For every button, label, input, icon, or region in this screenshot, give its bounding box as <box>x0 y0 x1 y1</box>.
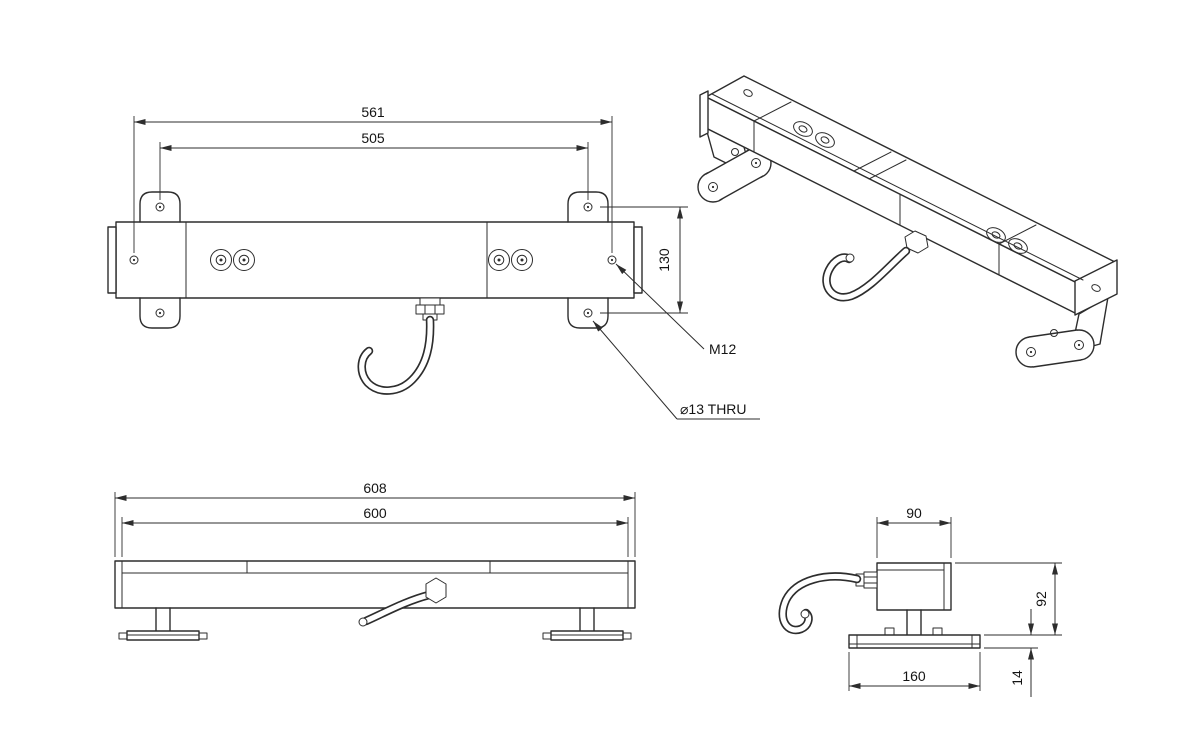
end-view: 90 92 14 160 <box>778 505 1062 697</box>
end-cable <box>778 572 862 635</box>
front-view-dimensions: 561 505 130 M12 ⌀13 THRU <box>133 104 760 420</box>
iso-panel-seams <box>711 93 1084 281</box>
dim-608-label: 608 <box>363 480 387 496</box>
screw-buttons <box>210 249 533 271</box>
iso-beam-top-face <box>705 75 1116 284</box>
side-view: 608 600 <box>114 480 636 641</box>
front-view: 561 505 130 M12 ⌀13 THRU <box>107 104 760 420</box>
thread-callout-label: M12 <box>709 341 736 357</box>
beam-left-cap <box>107 226 117 294</box>
dim-160-label: 160 <box>902 668 926 684</box>
side-cable <box>358 590 434 627</box>
iso-beam-end-cap <box>1074 259 1118 316</box>
dim-130-label: 130 <box>656 248 672 272</box>
beam-body-front <box>115 221 635 299</box>
beam-side-outline <box>114 560 636 609</box>
iso-beam-front-face <box>705 96 1078 315</box>
end-stem-and-base <box>848 609 981 649</box>
dim-92-label: 92 <box>1033 591 1049 607</box>
side-cable-gland <box>425 577 447 604</box>
iso-right-foot <box>1015 296 1109 368</box>
end-view-dimensions: 90 92 14 160 <box>848 505 1062 697</box>
dim-90-label: 90 <box>906 505 922 521</box>
iso-cable <box>822 246 911 302</box>
hole-callout-label: ⌀13 THRU <box>680 401 747 417</box>
isometric-view <box>697 75 1118 368</box>
dim-14-label: 14 <box>1009 670 1025 686</box>
cable-front <box>357 315 435 395</box>
side-left-foot <box>118 607 208 641</box>
dim-505-label: 505 <box>361 130 385 146</box>
beam-right-cap <box>633 226 643 294</box>
iso-beam-left-cap <box>699 90 709 138</box>
side-view-dimensions: 608 600 <box>114 480 636 557</box>
iso-screw-buttons <box>743 89 1101 292</box>
side-right-foot <box>542 607 632 641</box>
dim-561-label: 561 <box>361 104 385 120</box>
mounting-holes <box>129 202 617 318</box>
dim-600-label: 600 <box>363 505 387 521</box>
